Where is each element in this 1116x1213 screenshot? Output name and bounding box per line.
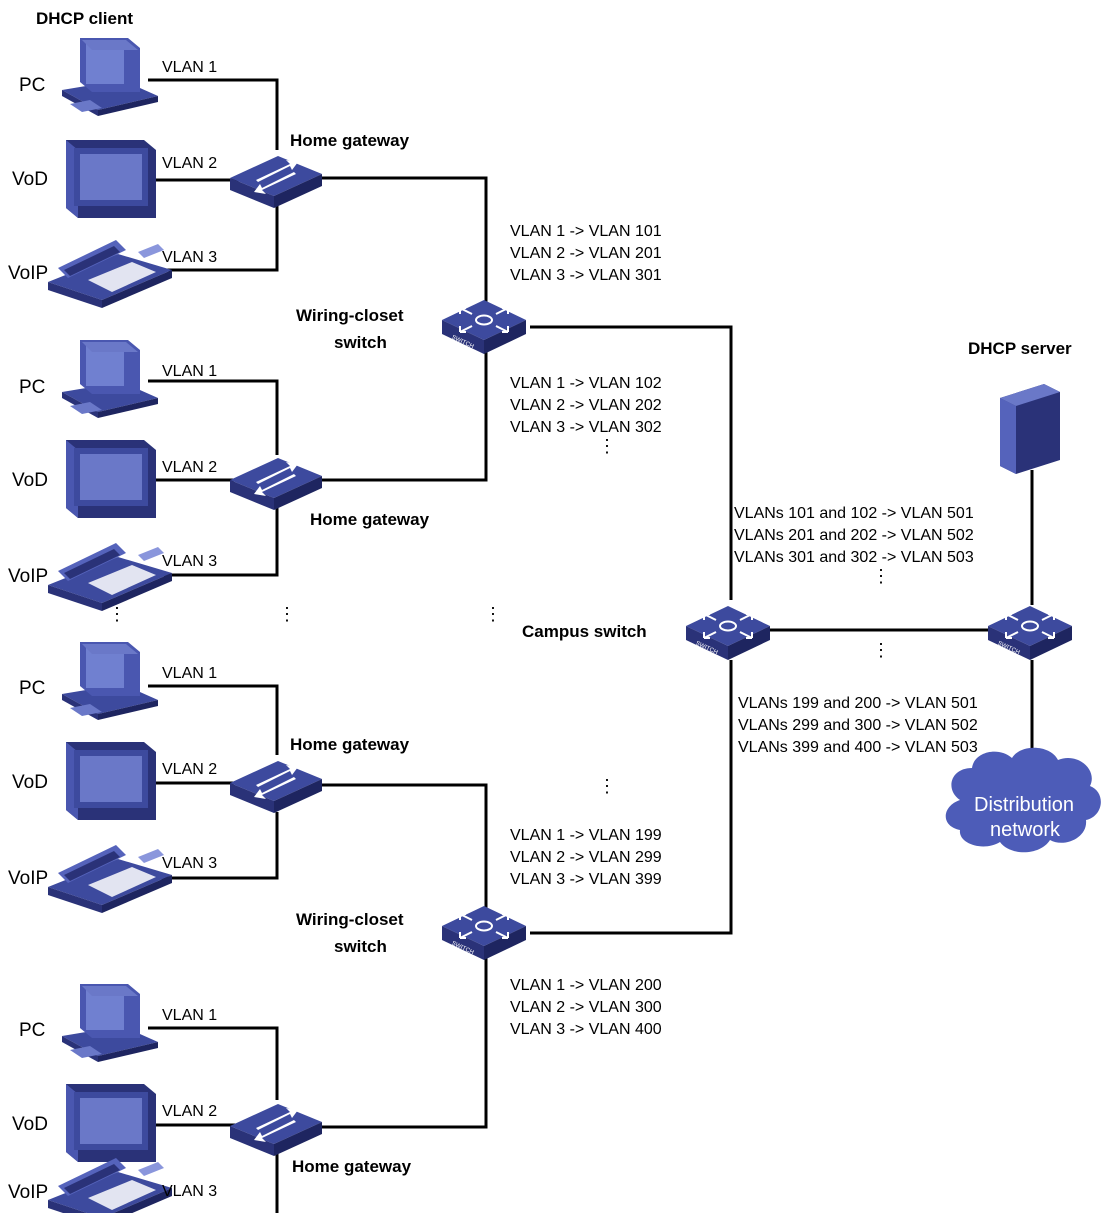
vlan-label: VLAN 2 — [162, 1103, 217, 1120]
mapping-line: VLAN 3 -> VLAN 302 — [510, 419, 662, 436]
vlan-label: VLAN 2 — [162, 155, 217, 172]
voip-label: VoIP — [8, 566, 48, 587]
pc-label: PC — [19, 1020, 45, 1041]
ellipsis: ⋮ — [872, 640, 890, 660]
home-gateway-icon — [230, 761, 322, 813]
vlan-label: VLAN 2 — [162, 459, 217, 476]
vlan-label: VLAN 3 — [162, 553, 217, 570]
vod-icon — [66, 1084, 156, 1162]
mapping-line: VLANs 299 and 300 -> VLAN 502 — [738, 717, 978, 734]
vlan-label: VLAN 1 — [162, 665, 217, 682]
voip-phone-icon — [48, 845, 172, 913]
dhcp-server-title: DHCP server — [968, 339, 1072, 358]
voip-label: VoIP — [8, 1182, 48, 1203]
switch-icon — [685, 605, 771, 661]
wiring-closet-label: Wiring-closet — [296, 910, 404, 929]
pc-icon — [62, 38, 158, 116]
vod-icon — [66, 742, 156, 820]
vod-icon — [66, 140, 156, 218]
pc-icon — [62, 340, 158, 418]
mapping-line: VLAN 3 -> VLAN 400 — [510, 1021, 662, 1038]
mapping-line: VLAN 2 -> VLAN 202 — [510, 397, 662, 414]
distribution-switch: SWITCH — [987, 605, 1073, 661]
vod-icon — [66, 440, 156, 518]
home-gateway-label: Home gateway — [310, 510, 430, 529]
pc-label: PC — [19, 678, 45, 699]
mapping-line: VLAN 1 -> VLAN 200 — [510, 977, 662, 994]
dhcp-server — [1000, 384, 1060, 474]
mapping-line: VLANs 199 and 200 -> VLAN 501 — [738, 695, 978, 712]
switch-icon — [441, 905, 527, 961]
mapping-line: VLANs 201 and 202 -> VLAN 502 — [734, 527, 974, 544]
home-gateway-icon — [230, 156, 322, 208]
mapping-line: VLAN 1 -> VLAN 199 — [510, 827, 662, 844]
home-gateway-label: Home gateway — [292, 1157, 412, 1176]
voip-phone-icon — [48, 543, 172, 611]
pc-icon — [62, 984, 158, 1062]
client-group-1: PC VLAN 1 VoD VLAN 2 VoIP VLAN 3 Home ga… — [8, 38, 410, 308]
voip-phone-icon — [48, 240, 172, 308]
vod-label: VoD — [12, 772, 48, 793]
vlan-label: VLAN 3 — [162, 855, 217, 872]
pc-label: PC — [19, 75, 45, 96]
ellipsis: ⋮ — [598, 776, 616, 796]
mapping-line: VLAN 1 -> VLAN 102 — [510, 375, 662, 392]
wiring-closet-label-line2: switch — [334, 333, 387, 352]
vlan-label: VLAN 3 — [162, 1183, 217, 1200]
vlan-label: VLAN 1 — [162, 363, 217, 380]
home-gateway-icon — [230, 1104, 322, 1156]
campus-switch: SWITCH Campus switch — [522, 605, 771, 661]
home-gateway-label: Home gateway — [290, 131, 410, 150]
vlan-label: VLAN 1 — [162, 1007, 217, 1024]
mapping-line: VLAN 2 -> VLAN 299 — [510, 849, 662, 866]
client-group-3: PC VLAN 1 VoD VLAN 2 VoIP VLAN 3 Home ga… — [8, 642, 410, 913]
ellipsis: ⋮ — [598, 436, 616, 456]
connection-lines — [148, 78, 1034, 1213]
client-group-4: PC VLAN 1 VoD VLAN 2 VoIP VLAN 3 Home ga… — [8, 984, 412, 1213]
vod-label: VoD — [12, 169, 48, 190]
client-group-2: PC VLAN 1 VoD VLAN 2 VoIP VLAN 3 Home ga… — [8, 340, 430, 611]
cloud-label-line2: network — [990, 819, 1061, 841]
ellipsis: ⋮ — [108, 604, 126, 624]
mapping-line: VLAN 2 -> VLAN 201 — [510, 245, 662, 262]
wiring-closet-switch-2: SWITCH Wiring-closet switch — [296, 905, 527, 961]
distribution-network-cloud: Distribution network — [945, 747, 1101, 853]
ellipsis: ⋮ — [278, 604, 296, 624]
ellipsis: ⋮ — [484, 604, 502, 624]
wiring-closet-switch-1: SWITCH Wiring-closet switch — [296, 299, 527, 355]
pc-label: PC — [19, 377, 45, 398]
mapping-line: VLAN 2 -> VLAN 300 — [510, 999, 662, 1016]
wiring-closet-label: Wiring-closet — [296, 306, 404, 325]
switch-icon — [441, 299, 527, 355]
vlan-label: VLAN 2 — [162, 761, 217, 778]
wiring-closet-label-line2: switch — [334, 937, 387, 956]
voip-label: VoIP — [8, 868, 48, 889]
home-gateway-icon — [230, 458, 322, 510]
vod-label: VoD — [12, 470, 48, 491]
switch-icon — [987, 605, 1073, 661]
mapping-line: VLAN 1 -> VLAN 101 — [510, 223, 662, 240]
ellipsis: ⋮ — [872, 566, 890, 586]
campus-switch-label: Campus switch — [522, 622, 647, 641]
pc-icon — [62, 642, 158, 720]
vod-label: VoD — [12, 1114, 48, 1135]
mapping-line: VLANs 399 and 400 -> VLAN 503 — [738, 739, 978, 756]
vlan-label: VLAN 1 — [162, 59, 217, 76]
cloud-label-line1: Distribution — [974, 794, 1074, 816]
voip-label: VoIP — [8, 263, 48, 284]
cloud-icon — [945, 747, 1101, 853]
voip-phone-icon — [48, 1158, 172, 1213]
mapping-line: VLAN 3 -> VLAN 301 — [510, 267, 662, 284]
mapping-line: VLANs 301 and 302 -> VLAN 503 — [734, 549, 974, 566]
mapping-line: VLAN 3 -> VLAN 399 — [510, 871, 662, 888]
vlan-label: VLAN 3 — [162, 249, 217, 266]
mapping-line: VLANs 101 and 102 -> VLAN 501 — [734, 505, 974, 522]
home-gateway-label: Home gateway — [290, 735, 410, 754]
dhcp-client-title: DHCP client — [36, 9, 133, 28]
